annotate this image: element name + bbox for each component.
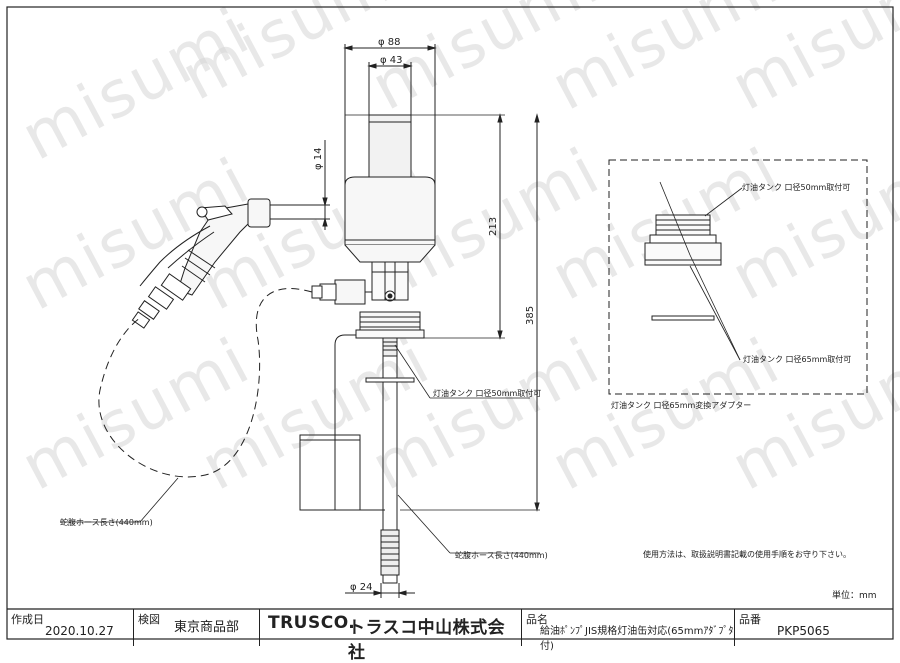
- dim-label-385: 385: [525, 306, 536, 325]
- dimension-213: 213: [488, 113, 503, 340]
- callout-tank50-top: 灯油タンク 口径50mm取付可: [742, 182, 850, 192]
- product-value: 給油ﾎﾟﾝﾌﾟJIS規格灯油缶対応(65mmｱﾀﾞﾌﾟﾀ付): [540, 626, 734, 652]
- tb-product-cell: 品名 給油ﾎﾟﾝﾌﾟJIS規格灯油缶対応(65mmｱﾀﾞﾌﾟﾀ付): [522, 609, 735, 652]
- tb-part-cell: 品番 PKP5065: [735, 609, 893, 646]
- callout-tank50-main: 灯油タンク 口径50mm取付可: [433, 388, 541, 398]
- suction-tube: [365, 337, 415, 584]
- dim-label-dia14: φ 14: [313, 148, 324, 171]
- unit-note: 単位：mm: [832, 589, 877, 601]
- callout-hose-left: 蛇腹ホース長さ(440mm): [60, 517, 153, 527]
- dimension-dia24: φ 24: [345, 582, 415, 598]
- callout-tank65: 灯油タンク 口径65mm取付可: [743, 354, 851, 364]
- drawing-border: [6, 6, 894, 640]
- drip-stand: [299, 334, 385, 511]
- side-outlet: [311, 279, 372, 305]
- company-brand: TRUSCO.: [268, 613, 356, 633]
- dim-label-dia43: φ 43: [380, 55, 403, 66]
- title-block: 作成日 2020.10.27 検図 東京商品部 TRUSCO. トラスコ中山株式…: [0, 609, 900, 663]
- company-name: トラスコ中山株式会社: [348, 618, 506, 663]
- adapter-part: [644, 181, 741, 361]
- inspect-value: 東京商品部: [174, 620, 240, 635]
- part-label: 品番: [739, 613, 761, 626]
- dim-label-213: 213: [488, 217, 499, 236]
- inspect-label: 検図: [138, 613, 160, 626]
- dim-label-dia24: φ 24: [350, 582, 373, 593]
- hose-left-dashed: [98, 288, 313, 478]
- technical-drawing: φ 88 φ 43: [6, 6, 894, 640]
- dimension-385: 385: [525, 113, 540, 512]
- part-value: PKP5065: [777, 624, 830, 638]
- tank-cap: [355, 311, 425, 339]
- tb-created-cell: 作成日 2020.10.27: [7, 609, 134, 646]
- leader-tank65: [689, 265, 741, 361]
- callout-hose-right: 蛇腹ホース長さ(440mm): [455, 550, 548, 560]
- leader-tank50-top: [704, 187, 743, 217]
- usage-note: 使用方法は、取扱説明書記載の使用手順をお守り下さい。: [643, 549, 851, 559]
- leader-lines: [60, 344, 540, 554]
- dimension-dia14: φ 14: [313, 140, 330, 230]
- created-value: 2020.10.27: [45, 624, 114, 638]
- dim-label-dia88: φ 88: [378, 37, 401, 48]
- dimension-dia88: φ 88: [343, 37, 437, 185]
- callout-adapter: 灯油タンク 口径65mm変換アダプター: [611, 400, 751, 410]
- dimension-dia43: φ 43: [367, 55, 413, 115]
- product-label: 品名: [526, 613, 548, 626]
- tb-company-cell: TRUSCO. トラスコ中山株式会社: [260, 609, 522, 663]
- created-label: 作成日: [11, 613, 44, 626]
- pump-motor-cap: [344, 114, 436, 302]
- tb-inspect-cell: 検図 東京商品部: [134, 609, 260, 646]
- nozzle-gun: [131, 198, 325, 329]
- adapter-detail-box: [608, 159, 868, 395]
